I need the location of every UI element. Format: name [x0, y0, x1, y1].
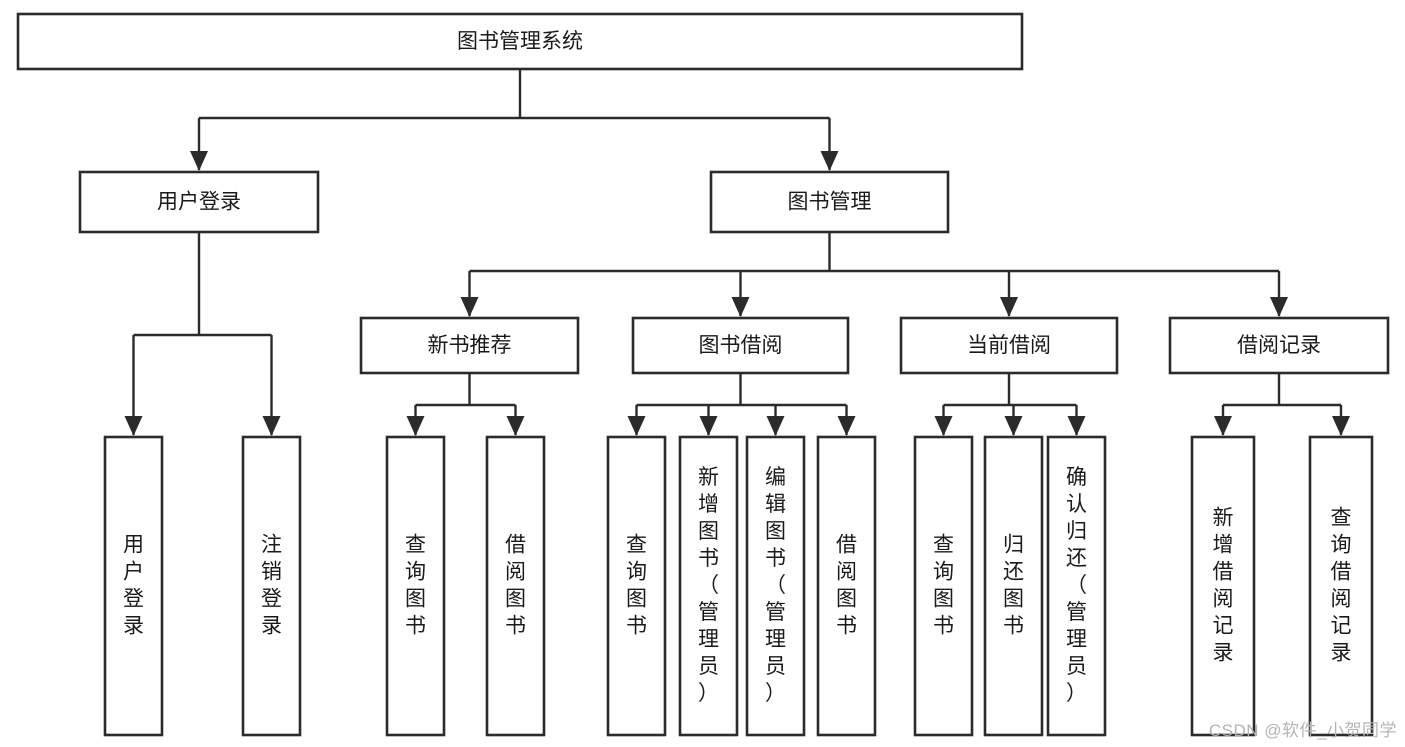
node-box	[1046, 435, 1107, 737]
node-box	[678, 435, 739, 737]
node-leaf-edit-book[interactable]: 编辑图书（管理员）	[745, 435, 806, 737]
node-leaf-add-record[interactable]: 新增借阅记录	[1190, 435, 1256, 737]
node-box	[359, 316, 580, 375]
arrow-head-icon	[262, 416, 281, 436]
node-box	[913, 435, 974, 737]
node-label: 查询图书	[626, 533, 647, 637]
node-box	[899, 316, 1119, 375]
arrow-head-icon	[731, 297, 750, 317]
arrow-head-icon	[1270, 297, 1288, 317]
arrow-head-icon	[1000, 297, 1018, 317]
node-box	[631, 316, 850, 375]
node-label: 新增图书（管理员）	[698, 466, 719, 705]
node-label: 用户登录	[123, 533, 144, 637]
arrow-head-icon	[1067, 416, 1086, 436]
node-box	[485, 435, 546, 737]
node-current-borrow[interactable]: 当前借阅	[899, 316, 1119, 375]
node-leaf-return-book[interactable]: 归还图书	[983, 435, 1044, 737]
node-label: 归还图书	[1003, 533, 1024, 637]
node-leaf-confirm-return[interactable]: 确认归还（管理员）	[1046, 435, 1107, 737]
node-label: 新增借阅记录	[1213, 506, 1234, 664]
arrow-head-icon	[406, 416, 425, 436]
node-label: 确认归还（管理员）	[1066, 466, 1087, 705]
node-label: 查询图书	[405, 533, 426, 637]
node-new-book-rec[interactable]: 新书推荐	[359, 316, 580, 375]
node-label: 图书管理系统	[457, 30, 583, 53]
node-label: 编辑图书（管理员）	[765, 466, 786, 705]
node-label: 注销登录	[261, 533, 282, 637]
node-box	[816, 435, 877, 737]
node-label: 查询借阅记录	[1331, 506, 1352, 664]
node-leaf-user-login[interactable]: 用户登录	[103, 435, 164, 737]
node-root[interactable]: 图书管理系统	[16, 12, 1024, 71]
node-book-borrow[interactable]: 图书借阅	[631, 316, 850, 375]
connector-layer	[124, 69, 1350, 436]
node-box	[241, 435, 302, 737]
node-user-login[interactable]: 用户登录	[78, 170, 320, 234]
node-box	[1190, 435, 1256, 737]
node-leaf-query-book-2[interactable]: 查询图书	[606, 435, 667, 737]
arrow-head-icon	[699, 416, 718, 436]
arrow-head-icon	[124, 416, 143, 436]
node-leaf-borrow-book-1[interactable]: 借阅图书	[485, 435, 546, 737]
node-label: 当前借阅	[967, 334, 1051, 357]
arrow-head-icon	[1214, 416, 1232, 436]
arrow-head-icon	[820, 151, 839, 171]
node-label: 借阅图书	[505, 533, 526, 637]
node-label: 用户登录	[157, 191, 241, 214]
node-box	[983, 435, 1044, 737]
node-layer: 图书管理系统用户登录图书管理新书推荐图书借阅当前借阅借阅记录用户登录注销登录查询…	[16, 12, 1390, 737]
node-box	[745, 435, 806, 737]
node-box	[103, 435, 164, 737]
arrow-head-icon	[506, 416, 525, 436]
node-borrow-record[interactable]: 借阅记录	[1168, 316, 1390, 375]
node-book-manage[interactable]: 图书管理	[709, 170, 950, 234]
node-label: 借阅记录	[1237, 334, 1321, 357]
node-box	[1168, 316, 1390, 375]
arrow-head-icon	[837, 416, 856, 436]
node-label: 图书管理	[788, 191, 872, 214]
node-box	[385, 435, 446, 737]
arrow-head-icon	[190, 151, 208, 171]
arrow-head-icon	[627, 416, 646, 436]
arrow-head-icon	[766, 416, 785, 436]
node-box	[16, 12, 1024, 71]
node-leaf-borrow-book-2[interactable]: 借阅图书	[816, 435, 877, 737]
node-box	[709, 170, 950, 234]
node-leaf-query-record[interactable]: 查询借阅记录	[1308, 435, 1374, 737]
node-label: 查询图书	[933, 533, 954, 637]
arrow-head-icon	[1332, 416, 1350, 436]
arrow-head-icon	[934, 416, 953, 436]
node-leaf-logout[interactable]: 注销登录	[241, 435, 302, 737]
node-label: 图书借阅	[699, 334, 783, 357]
arrow-head-icon	[1004, 416, 1023, 436]
node-box	[78, 170, 320, 234]
node-box	[1308, 435, 1374, 737]
node-label: 新书推荐	[428, 334, 512, 357]
node-leaf-query-book-1[interactable]: 查询图书	[385, 435, 446, 737]
node-label: 借阅图书	[836, 533, 857, 637]
node-box	[606, 435, 667, 737]
node-leaf-query-book-3[interactable]: 查询图书	[913, 435, 974, 737]
node-leaf-add-book[interactable]: 新增图书（管理员）	[678, 435, 739, 737]
arrow-head-icon	[460, 297, 479, 317]
